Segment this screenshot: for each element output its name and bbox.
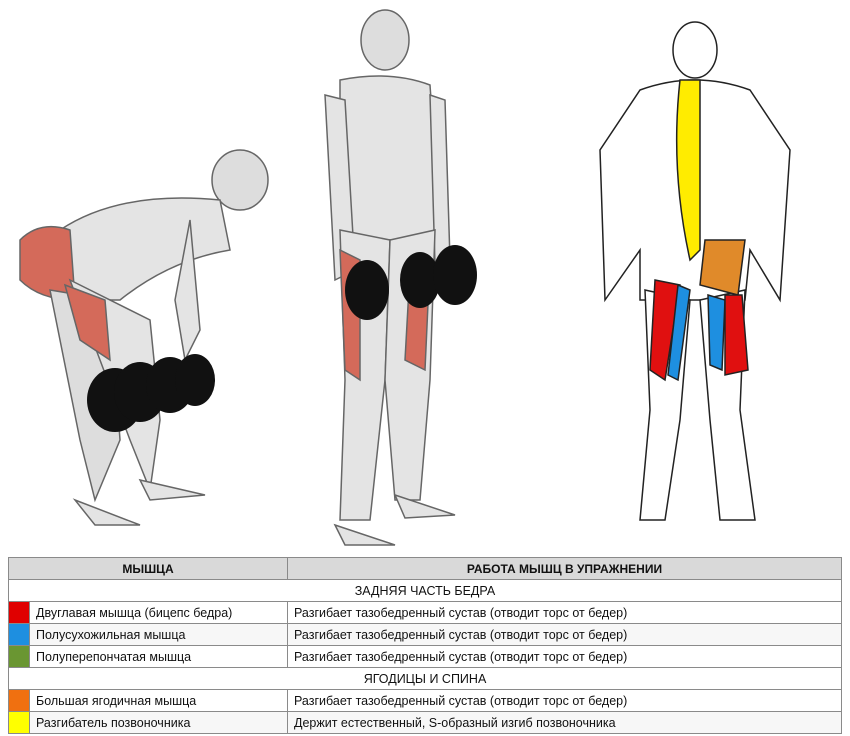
color-swatch [8,711,30,734]
section-row: ЗАДНЯЯ ЧАСТЬ БЕДРА [8,579,842,602]
muscle-name: Полусухожильная мышца [29,623,288,646]
muscle-function: Разгибает тазобедренный сустав (отводит … [287,645,842,668]
muscle-name: Двуглавая мышца (бицепс бедра) [29,601,288,624]
bent-over-figure [19,149,269,526]
header-muscle: МЫШЦА [8,557,288,580]
color-swatch [8,645,30,668]
muscle-function: Держит естественный, S-образный изгиб по… [287,711,842,734]
section-title: ЗАДНЯЯ ЧАСТЬ БЕДРА [8,579,842,602]
table-row: Полуперепончатая мышца Разгибает тазобед… [8,645,842,668]
muscle-table: МЫШЦА РАБОТА МЫШЦ В УПРАЖНЕНИИ ЗАДНЯЯ ЧА… [8,557,842,734]
back-muscle-diagram [599,21,791,521]
exercise-illustration [19,9,791,546]
dumbbell-left [87,354,215,432]
header-function: РАБОТА МЫШЦ В УПРАЖНЕНИИ [287,557,842,580]
table-row: Разгибатель позвоночника Держит естестве… [8,711,842,734]
muscle-function: Разгибает тазобедренный сустав (отводит … [287,689,842,712]
section-title: ЯГОДИЦЫ И СПИНА [8,667,842,690]
muscle-name: Полуперепончатая мышца [29,645,288,668]
table-header: МЫШЦА РАБОТА МЫШЦ В УПРАЖНЕНИИ [8,557,842,580]
standing-figure [324,9,456,546]
dumbbell-right [345,245,477,320]
table-row: Полусухожильная мышца Разгибает тазобедр… [8,623,842,646]
muscle-function: Разгибает тазобедренный сустав (отводит … [287,601,842,624]
table-row: Двуглавая мышца (бицепс бедра) Разгибает… [8,601,842,624]
table-row: Большая ягодичная мышца Разгибает тазобе… [8,689,842,712]
muscle-function: Разгибает тазобедренный сустав (отводит … [287,623,842,646]
muscle-name: Большая ягодичная мышца [29,689,288,712]
color-swatch [8,623,30,646]
color-swatch [8,601,30,624]
muscle-name: Разгибатель позвоночника [29,711,288,734]
section-row: ЯГОДИЦЫ И СПИНА [8,667,842,690]
color-swatch [8,689,30,712]
